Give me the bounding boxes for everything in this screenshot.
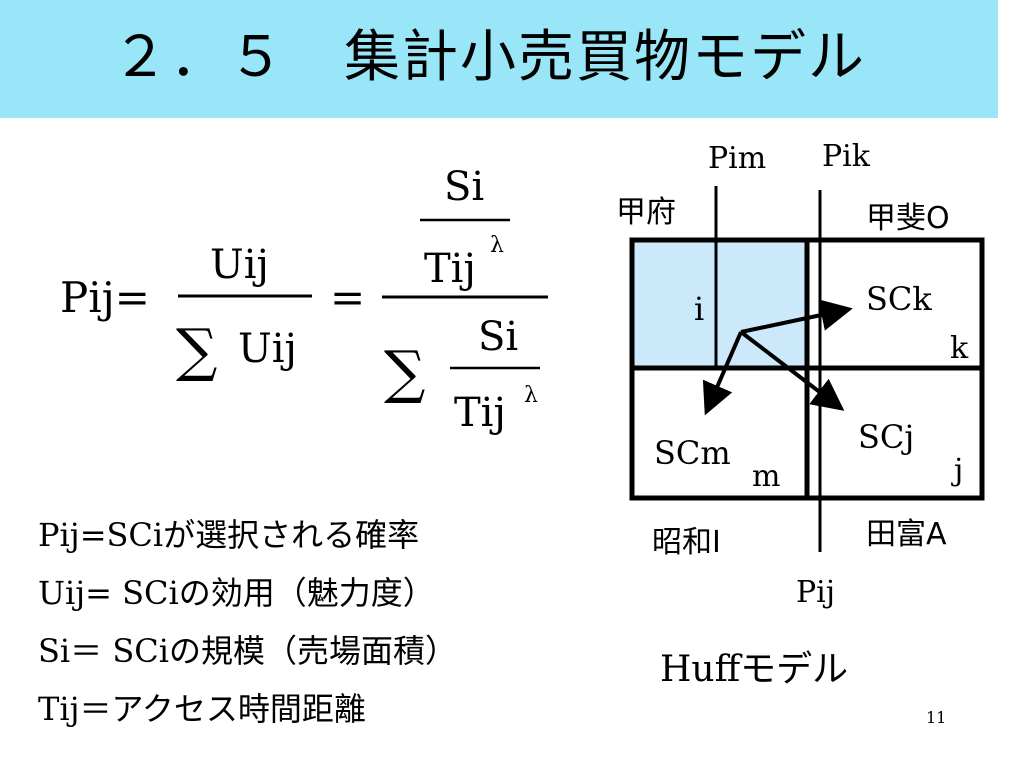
definition-uij: Uij= SCiの効用（魅力度）	[38, 574, 435, 612]
formula-si-top: Si	[444, 164, 484, 210]
label-j: j	[951, 453, 963, 488]
sum-sign-2: ∑	[384, 338, 425, 406]
label-region-showa: 昭和I	[652, 525, 721, 560]
arrow-to-scj	[739, 330, 845, 411]
label-pim: Pim	[708, 141, 766, 176]
label-region-tatomi: 田富A	[866, 517, 947, 552]
label-scm: SCm	[654, 434, 731, 472]
formula-si-bottom: Si	[478, 314, 518, 360]
label-scj: SCj	[858, 418, 914, 456]
formula-equals: =	[330, 273, 365, 322]
definition-si: Si＝ SCiの規模（売場面積）	[38, 632, 457, 670]
arrow-to-sck	[740, 299, 853, 334]
label-k: k	[950, 331, 969, 366]
definition-tij: Tij＝アクセス時間距離	[38, 690, 366, 728]
label-region-kofu: 甲府	[616, 195, 676, 230]
definition-pij: Pij=SCiが選択される確率	[38, 516, 420, 554]
zone-kofu-highlight	[632, 240, 807, 368]
lambda-top: λ	[490, 233, 504, 258]
label-m: m	[752, 459, 780, 494]
formula-tij-top: Tij	[424, 246, 476, 292]
formula-denominator-uij: Uij	[238, 326, 297, 372]
huff-diagram: Pim Pik 甲府 甲斐O i SCk k SCm m SCj j 昭和I 田…	[616, 139, 985, 610]
label-pij: Pij	[796, 575, 835, 610]
definitions-list: Pij=SCiが選択される確率 Uij= SCiの効用（魅力度） Si＝ SCi…	[38, 506, 457, 738]
formula-tij-bottom: Tij	[454, 390, 506, 436]
arrow-to-scm	[702, 331, 743, 416]
formula-numerator-uij: Uij	[210, 242, 269, 288]
page-number: 11	[926, 708, 947, 727]
huff-formula: Pij= Uij ∑ Uij = Si Tij λ ∑ Si Tij λ	[60, 164, 548, 436]
formula-lhs: Pij=	[60, 273, 150, 322]
label-pik: Pik	[822, 139, 871, 174]
label-sck: SCk	[866, 280, 932, 318]
sum-sign-1: ∑	[176, 316, 217, 384]
lambda-bottom: λ	[524, 383, 538, 408]
label-i: i	[694, 290, 704, 328]
label-region-kai: 甲斐O	[866, 201, 950, 236]
slide-title: ２．５ 集計小売買物モデル	[112, 25, 866, 90]
huff-model-caption: Huffモデル	[660, 649, 849, 690]
title-bar: ２．５ 集計小売買物モデル	[0, 0, 998, 118]
